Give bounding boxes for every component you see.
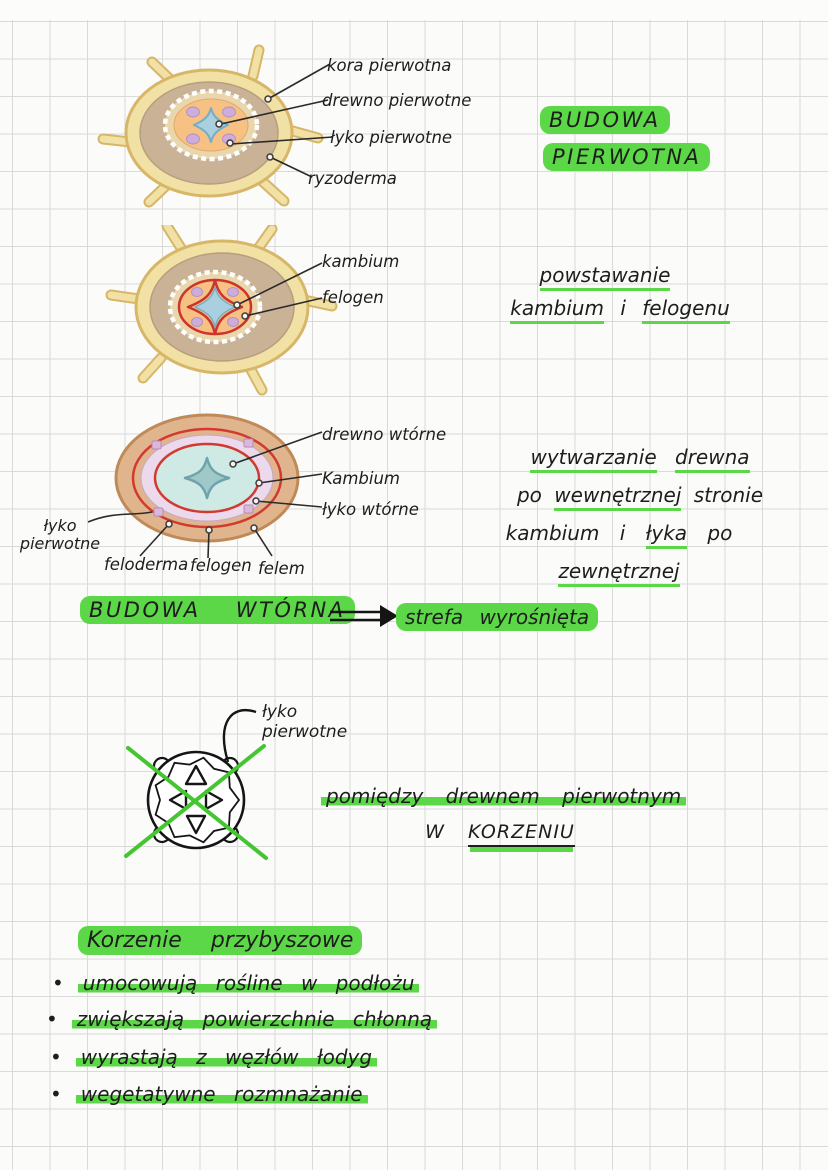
page-top-margin — [0, 0, 828, 20]
list-item: •wyrastają z węzłów łodyg — [50, 1045, 378, 1069]
label-kora-pierwotna: kora pierwotna — [327, 56, 452, 75]
pointer-anchors — [233, 301, 249, 320]
primary-root-diagram — [97, 44, 334, 208]
label-felogen-2: felogen — [190, 556, 252, 575]
xylem-triangles — [168, 764, 224, 835]
root-hairs — [107, 225, 336, 394]
note-secondary-line4: zewnętrznej — [478, 559, 760, 587]
title-budowa-pierwotna-line2: PIERWOTNA — [543, 143, 711, 171]
kambium-red-line — [186, 278, 244, 336]
cambium-root-diagram — [105, 225, 338, 396]
note-w-korzeniu: W KORZENIU — [380, 821, 620, 847]
label-felogen: felogen — [322, 288, 384, 307]
list-item: •umocowują rośline w podłożu — [52, 971, 420, 995]
label-kambium: kambium — [322, 252, 400, 271]
label-drewno-pierwotne: drewno pierwotne — [322, 91, 472, 110]
label-lyko-pierwotne-sketch: łyko pierwotne — [262, 702, 348, 742]
pointer-anchors — [215, 95, 274, 161]
xylem-star — [183, 456, 231, 500]
pointer-lines — [87, 431, 323, 559]
bullet-icon: • — [50, 1045, 62, 1069]
curved-pointer-line — [222, 709, 257, 763]
note-secondary-line3: kambium i łyka po — [478, 521, 760, 549]
note-formation-line1: powstawanie — [505, 263, 705, 291]
pointer-lines — [236, 262, 323, 317]
bullet-icon: • — [52, 971, 64, 995]
double-arrow-icon — [330, 605, 398, 627]
secondary-root-diagram — [87, 413, 323, 559]
label-lyko-pierwotne-left: łyko pierwotne — [19, 516, 101, 554]
label-lyko-pierwotne: łyko pierwotne — [330, 128, 453, 147]
crossed-root-diagram — [124, 709, 268, 860]
note-secondary-line1: wytwarzanie drewna — [500, 445, 780, 473]
label-felem: felem — [258, 559, 305, 578]
title-korzenie-przybyszowe: Korzenie przybyszowe — [78, 926, 363, 955]
title-budowa-pierwotna-line1: BUDOWA — [540, 106, 670, 134]
note-secondary-line2: po wewnętrznej stronie — [495, 483, 785, 511]
bullet-icon: • — [46, 1007, 58, 1031]
label-lyko-wtorne: łyko wtórne — [322, 500, 419, 519]
note-formation-line2: kambium i felogenu — [470, 296, 770, 324]
pointer-lines — [220, 63, 334, 178]
primary-phloem-patches — [191, 287, 239, 327]
pointer-anchors — [165, 460, 263, 534]
label-kambium-2: Kambium — [322, 469, 401, 488]
sketch-cell-zigzag-ring — [154, 756, 241, 844]
primary-phloem-remnants — [151, 438, 254, 517]
green-cross-out — [124, 744, 268, 860]
list-item: •zwiększają powierzchnie chłonną — [46, 1007, 438, 1031]
list-item: •wegetatywne rozmnażanie — [50, 1082, 368, 1106]
note-pomiedzy: pomiędzy drewnem pierwotnym — [321, 784, 687, 808]
xylem-star — [194, 286, 236, 328]
label-strefa-wyrosnieta: strefa wyrośnięta — [396, 603, 599, 631]
label-drewno-wtorne: drewno wtórne — [322, 425, 447, 444]
label-ryzoderma: ryzoderma — [308, 169, 397, 188]
primary-phloem-patches — [186, 106, 236, 145]
title-budowa-wtorna: BUDOWA WTÓRNA — [80, 596, 355, 624]
label-feloderma: feloderma — [104, 555, 189, 574]
bullet-icon: • — [50, 1082, 62, 1106]
